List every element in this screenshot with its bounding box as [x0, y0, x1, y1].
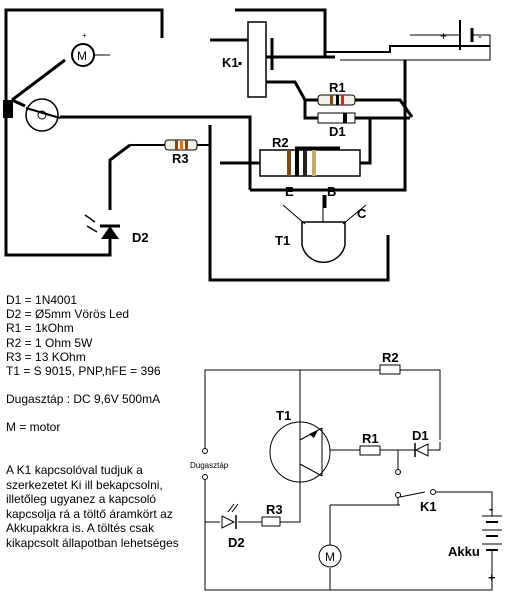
akku-plus-label: +: [488, 570, 496, 585]
component-specs: D1 = 1N4001 D2 = Ø5mm Vörös Led R1 = 1kO…: [6, 293, 216, 435]
motor-top: M + -: [62, 31, 110, 67]
t1-label-schematic: T1: [276, 408, 291, 423]
r2-resistor-top: R2: [259, 135, 361, 177]
d2-led-schematic: D2: [221, 503, 245, 550]
spec-dugasztap: Dugasztáp : DC 9,6V 500mA: [6, 392, 161, 407]
akku-battery-schematic: - + Akku: [448, 501, 502, 585]
k1-switch-top: K1: [222, 21, 267, 98]
motor-label-top: M: [77, 49, 87, 63]
r3-resistor-schematic: R3: [261, 502, 283, 527]
t1-emitter-label: E: [285, 184, 294, 199]
d1-label-schematic: D1: [412, 428, 429, 443]
motor-minus-label: -: [62, 57, 65, 66]
d1-label-top: D1: [329, 124, 346, 139]
r3-label-schematic: R3: [266, 502, 283, 517]
d2-label-schematic: D2: [228, 535, 245, 550]
r1-label-top: R1: [329, 80, 346, 95]
schematic: [204, 369, 493, 591]
dugasztap-jack-schematic: Dugasztáp: [190, 448, 229, 480]
spec-motor: M = motor: [6, 420, 61, 435]
dc-jack-top: [3, 98, 61, 132]
description-text: A K1 kapcsolóval tudjuk a szerkezetet Ki…: [6, 463, 179, 550]
r2-label-schematic: R2: [382, 350, 399, 365]
dugasztap-label: Dugasztáp: [190, 461, 229, 470]
d1-diode-top: D1: [317, 112, 356, 139]
t1-base-label: B: [327, 184, 336, 199]
spec-d1: D1 = 1N4001: [6, 293, 78, 307]
spec-r2: R2 = 1 Ohm 5W: [6, 335, 93, 350]
k1-switch-schematic: K1: [395, 469, 437, 514]
spec-spacer-2: [6, 406, 216, 420]
akku-label: Akku: [448, 544, 480, 559]
wiring-diagram: [4, 8, 490, 282]
t1-transistor-schematic: T1: [269, 408, 331, 486]
r3-resistor-top: R3: [130, 139, 210, 166]
t1-label-top: T1: [275, 233, 290, 248]
akku-minus-label: -: [489, 501, 493, 516]
battery-top: + -: [340, 20, 491, 61]
r2-resistor-schematic: R2: [379, 350, 401, 375]
motor-plus-label: +: [82, 31, 87, 40]
d2-led-top: D2: [84, 214, 149, 245]
d2-label-top: D2: [132, 230, 149, 245]
spec-r3: R3 = 13 KOhm: [6, 349, 86, 364]
r1-resistor-schematic: R1: [359, 431, 381, 456]
r2-label-top: R2: [272, 135, 289, 150]
battery-minus-label: -: [478, 29, 482, 43]
spec-t1: T1 = S 9015, PNP,hFE = 396: [6, 364, 161, 379]
k1-label-schematic: K1: [420, 499, 437, 514]
t1-transistor-top: E B C T1: [275, 184, 367, 264]
motor-label-schematic: M: [325, 550, 335, 564]
spec-d2: D2 = Ø5mm Vörös Led: [6, 307, 130, 322]
t1-collector-label: C: [357, 206, 367, 221]
d1-diode-schematic: D1: [410, 428, 429, 457]
spec-r1: R1 = 1kOhm: [6, 321, 74, 336]
spec-spacer: [6, 378, 216, 392]
motor-schematic: M: [318, 544, 342, 568]
battery-plus-label: +: [440, 29, 447, 43]
r1-resistor-top: R1: [317, 80, 356, 106]
k1-label-top: K1: [222, 55, 239, 70]
r3-label-top: R3: [172, 151, 189, 166]
r1-label-schematic: R1: [362, 431, 379, 446]
